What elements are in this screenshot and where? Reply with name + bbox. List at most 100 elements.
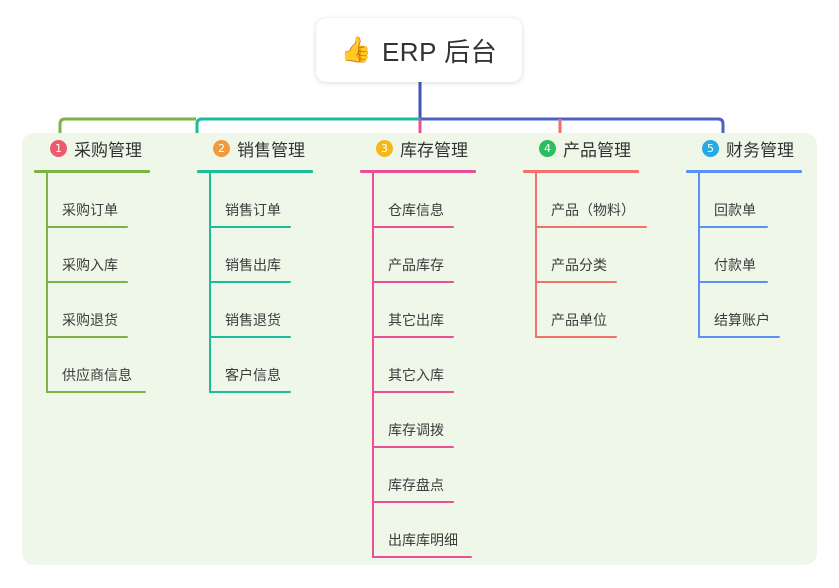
branch-badge-2: 2 [213,139,230,157]
branch-title-4: 产品管理 [563,140,631,160]
branch-header-rule-4 [523,170,639,173]
branch-item[interactable]: 采购退货 [34,283,150,338]
branch-header-4[interactable]: 4 产品管理 [523,133,639,163]
root-node[interactable]: 👍 ERP 后台 [316,18,522,82]
branch-item-rule [209,336,291,338]
branch-item-rule [372,226,454,228]
branch-title-5: 财务管理 [726,140,794,160]
branch-item-rule [372,446,454,448]
branch-item-label: 供应商信息 [62,367,132,383]
branch-spine-2 [209,173,211,393]
branch-item-rule [372,501,454,503]
root-title: ERP 后台 [381,36,498,67]
branch-item-label: 付款单 [714,257,756,273]
branch-header-2[interactable]: 2 销售管理 [197,133,313,163]
branch-item-rule [372,281,454,283]
branch-item-label: 产品单位 [551,312,607,328]
branch-item[interactable]: 产品库存 [360,228,476,283]
branch-item-label: 销售退货 [225,312,281,328]
branch-item-rule [372,336,454,338]
branch-badge-4: 4 [539,139,556,157]
branch-item[interactable]: 出库库明细 [360,503,476,558]
branch-item-rule [46,391,146,393]
branch-item[interactable]: 结算账户 [686,283,802,338]
branch-title-1: 采购管理 [74,140,142,160]
branch-item-rule [535,226,647,228]
diagram-panel [22,133,817,565]
branch-item-rule [698,226,768,228]
branch-item-rule [209,281,291,283]
branch-item-rule [535,281,617,283]
branch-item-label: 库存调拨 [388,422,444,438]
branch-column-3: 3 库存管理仓库信息产品库存其它出库其它入库库存调拨库存盘点出库库明细 [360,133,476,558]
branch-spine-1 [46,173,48,393]
branch-badge-5: 5 [702,139,719,157]
branch-item-label: 产品分类 [551,257,607,273]
branch-item-label: 产品（物料） [551,202,635,218]
thumbs-up-icon: 👍 [340,35,372,64]
branch-item-list-2: 销售订单销售出库销售退货客户信息 [197,173,313,393]
branch-item[interactable]: 库存盘点 [360,448,476,503]
branch-item[interactable]: 其它出库 [360,283,476,338]
branch-item-rule [46,336,128,338]
branch-item[interactable]: 产品单位 [523,283,639,338]
branch-item-label: 产品库存 [388,257,444,273]
branch-item-label: 回款单 [714,202,756,218]
branch-item-rule [209,391,291,393]
branch-item-label: 采购退货 [62,312,118,328]
branch-item[interactable]: 回款单 [686,173,802,228]
branch-item-list-1: 采购订单采购入库采购退货供应商信息 [34,173,150,393]
branch-column-5: 5 财务管理回款单付款单结算账户 [686,133,802,338]
branch-column-4: 4 产品管理产品（物料） 产品分类产品单位 [523,133,647,338]
branch-item-rule [46,281,128,283]
branch-spine-5 [698,173,700,338]
branch-item-rule [372,556,472,558]
branch-header-rule-2 [197,170,313,173]
branch-item-rule [209,226,291,228]
branch-item[interactable]: 产品（物料） [523,173,647,228]
branch-item[interactable]: 销售订单 [197,173,313,228]
branch-item-label: 采购入库 [62,257,118,273]
branch-item[interactable]: 销售退货 [197,283,313,338]
branch-item-label: 仓库信息 [388,202,444,218]
branch-item-list-3: 仓库信息产品库存其它出库其它入库库存调拨库存盘点出库库明细 [360,173,476,558]
branch-item-list-5: 回款单付款单结算账户 [686,173,802,338]
branch-badge-3: 3 [376,139,393,157]
branch-item-label: 采购订单 [62,202,118,218]
branch-item-label: 结算账户 [714,312,770,328]
branch-item-label: 出库库明细 [388,532,458,548]
branch-item[interactable]: 采购订单 [34,173,150,228]
branch-column-2: 2 销售管理销售订单销售出库销售退货客户信息 [197,133,313,393]
branch-header-rule-3 [360,170,476,173]
branch-item[interactable]: 客户信息 [197,338,313,393]
branch-item[interactable]: 供应商信息 [34,338,150,393]
branch-item-label: 销售订单 [225,202,281,218]
branch-item-rule [46,226,128,228]
branch-item[interactable]: 库存调拨 [360,393,476,448]
branch-item[interactable]: 采购入库 [34,228,150,283]
branch-item[interactable]: 产品分类 [523,228,639,283]
branch-badge-1: 1 [50,139,67,157]
branch-item-rule [535,336,617,338]
branch-header-rule-5 [686,170,802,173]
branch-header-5[interactable]: 5 财务管理 [686,133,802,163]
branch-header-1[interactable]: 1 采购管理 [34,133,150,163]
branch-title-3: 库存管理 [400,140,468,160]
branch-item-rule [698,336,780,338]
branch-item[interactable]: 其它入库 [360,338,476,393]
branch-item-label: 库存盘点 [388,477,444,493]
branch-spine-4 [535,173,537,338]
branch-column-1: 1 采购管理采购订单采购入库采购退货供应商信息 [34,133,150,393]
branch-item-rule [698,281,768,283]
branch-item-label: 其它出库 [388,312,444,328]
branch-item[interactable]: 付款单 [686,228,802,283]
branch-item[interactable]: 仓库信息 [360,173,476,228]
branch-header-3[interactable]: 3 库存管理 [360,133,476,163]
branch-item[interactable]: 销售出库 [197,228,313,283]
branch-spine-3 [372,173,374,558]
branch-header-rule-1 [34,170,150,173]
branch-item-label: 客户信息 [225,367,281,383]
branch-title-2: 销售管理 [237,140,305,160]
branch-item-label: 其它入库 [388,367,444,383]
branch-item-rule [372,391,454,393]
